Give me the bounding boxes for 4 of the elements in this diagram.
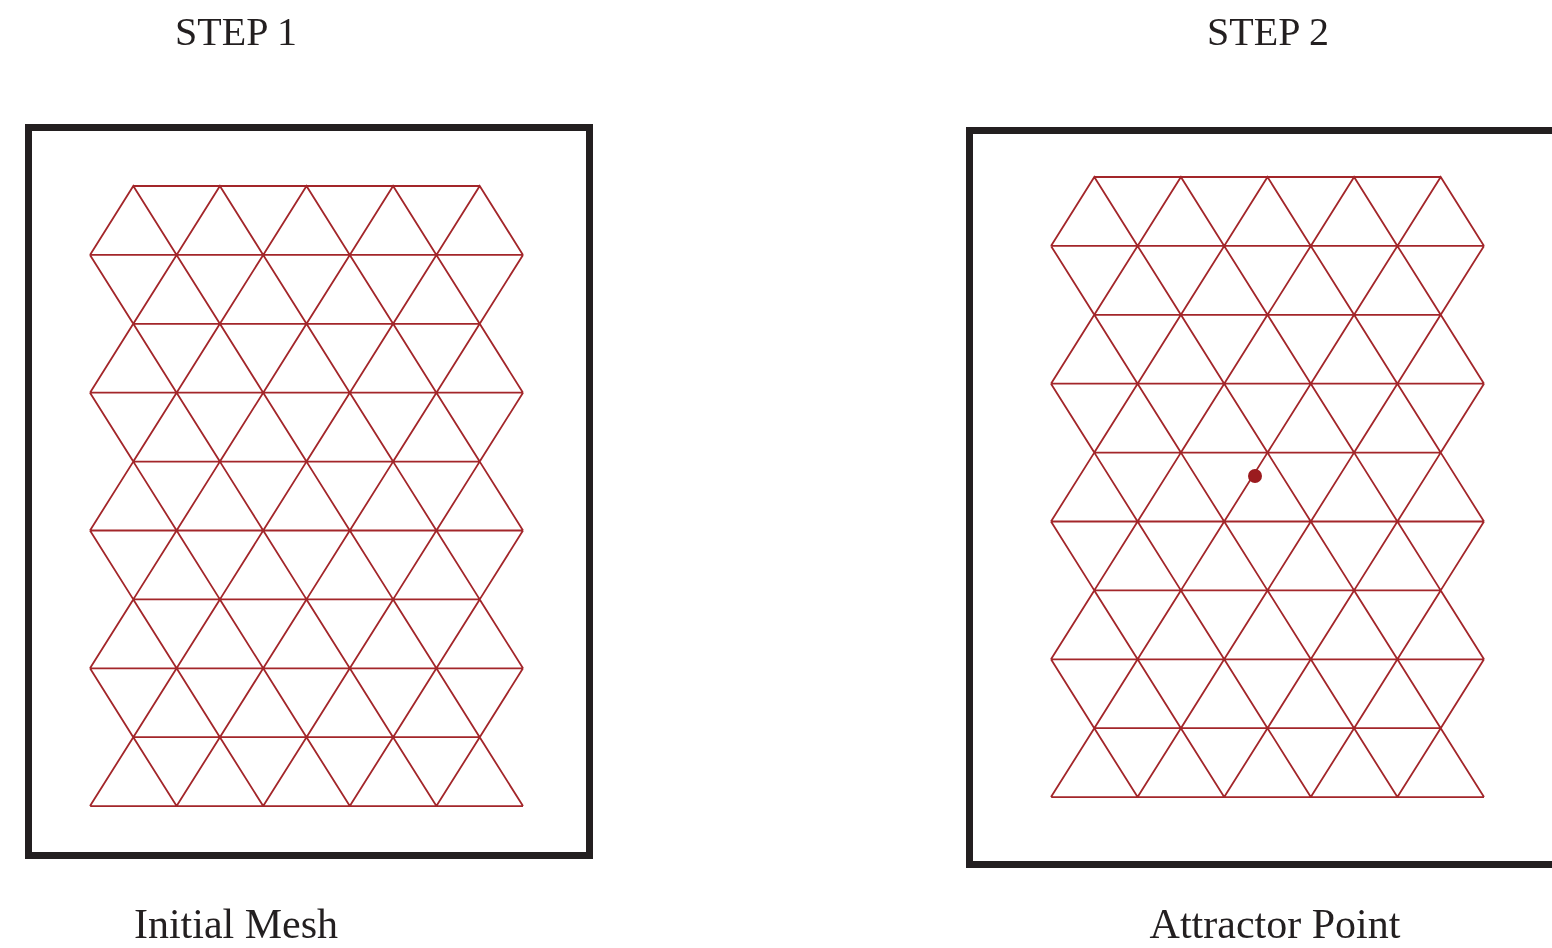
panel-caption: Attractor Point	[1149, 900, 1401, 948]
step-heading: STEP 2	[1207, 8, 1329, 55]
step-heading: STEP 1	[175, 8, 297, 55]
panel-caption: Initial Mesh	[133, 900, 339, 948]
